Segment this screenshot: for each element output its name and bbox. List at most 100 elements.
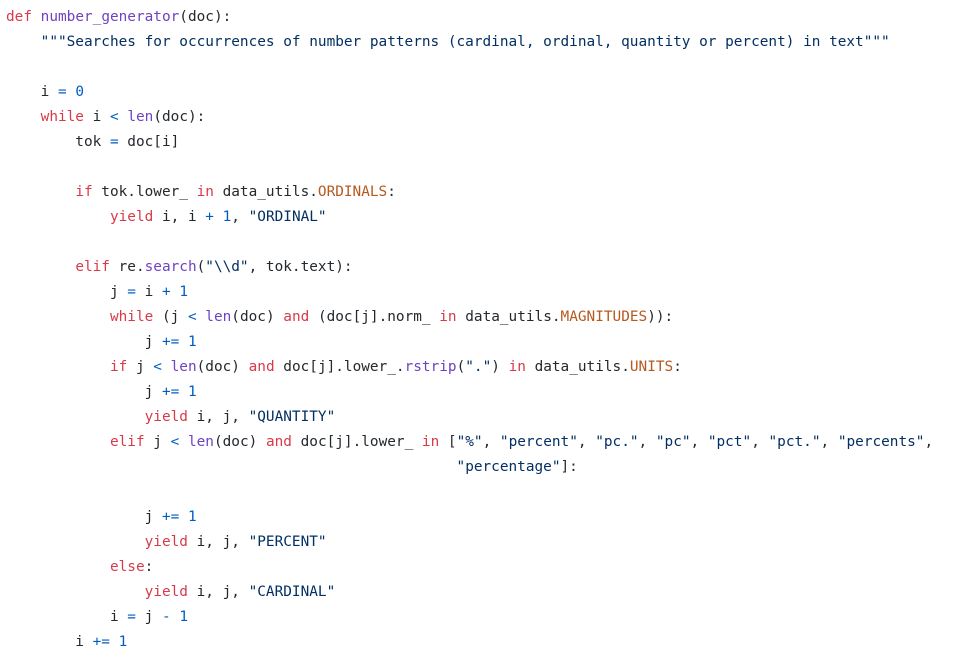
code-token [6,109,41,125]
code-token: yield [109,209,154,225]
code-token: - [161,609,171,625]
code-token: (doc) [196,359,249,375]
code-token: yield [144,409,188,425]
code-token [179,334,188,350]
code-token [171,284,180,300]
code-line [6,480,980,505]
code-token [6,459,457,475]
code-token: doc[j].lower_ [291,434,422,450]
code-line: """Searches for occurrences of number pa… [6,30,980,55]
code-token: )) [647,309,665,325]
code-token: ]: [560,459,578,475]
code-line: yield i, j, "QUANTITY" [6,405,980,430]
code-token: , [482,434,500,450]
code-token: yield [144,584,188,600]
code-token: (doc) [231,309,284,325]
code-token: < [187,309,197,325]
code-line [6,230,980,255]
code-token [214,209,223,225]
code-token: 1 [179,284,188,300]
code-token: 1 [187,334,197,350]
code-token [6,184,75,200]
code-token: (doc): [153,109,206,125]
code-token: data_utils. [213,184,318,200]
code-token: len [127,109,154,125]
code-token: and [248,359,275,375]
code-token: ORDINALS [317,184,388,200]
code-token: 1 [187,509,197,525]
code-line: yield i, i + 1, "ORDINAL" [6,205,980,230]
code-line: def number_generator(doc): [6,5,980,30]
code-token: j [6,509,162,525]
code-token: "\\d" [205,259,249,275]
code-token: number_generator [40,9,180,25]
code-token: re. [109,259,145,275]
code-token: j [6,334,162,350]
code-token: j [135,609,162,625]
code-token: len [205,309,232,325]
code-token [6,209,110,225]
code-line [6,155,980,180]
code-token [171,609,180,625]
code-token: < [170,434,180,450]
code-token: i, j, [187,534,249,550]
code-line: while (j < len(doc) and (doc[j].norm_ in… [6,305,980,330]
code-token: i [6,84,58,100]
code-token: , [924,434,934,450]
code-line: yield i, j, "PERCENT" [6,530,980,555]
code-token: "pc" [655,434,691,450]
code-token: (doc) [213,434,266,450]
code-line: while i < len(doc): [6,105,980,130]
code-token: (doc): [179,9,232,25]
code-token [179,509,188,525]
code-token [110,634,119,650]
code-token: def [6,9,32,25]
code-token: 1 [187,384,197,400]
code-token: ( [196,259,206,275]
code-token [6,359,110,375]
code-token: elif [109,434,145,450]
code-token: 1 [222,209,232,225]
code-token: , [690,434,708,450]
code-token: j [144,434,171,450]
code-token: i, j, [187,409,249,425]
code-token [6,409,145,425]
code-token: in [421,434,440,450]
code-token [6,434,110,450]
code-token: : [387,184,396,200]
code-token: "%" [456,434,483,450]
code-token: i [6,634,93,650]
code-token: MAGNITUDES [560,309,648,325]
code-token: while [40,109,84,125]
code-line: yield i, j, "CARDINAL" [6,580,980,605]
code-token: i [135,284,162,300]
code-token: , [820,434,838,450]
code-token: tok [6,134,110,150]
code-token [179,384,188,400]
code-line: if j < len(doc) and doc[j].lower_.rstrip… [6,355,980,380]
code-token: i [6,609,128,625]
code-token: + [205,209,214,225]
code-token: "pct." [768,434,821,450]
code-token [179,434,188,450]
code-token: in [508,359,526,375]
code-token: rstrip [404,359,457,375]
code-token: in [196,184,214,200]
code-token: , tok.text): [248,259,353,275]
code-token [6,559,110,575]
code-token: ( [456,359,466,375]
code-token: 1 [179,609,188,625]
code-line: elif re.search("\\d", tok.text): [6,255,980,280]
code-token: ) [491,359,509,375]
code-token: (j [153,309,188,325]
code-token: j [127,359,154,375]
code-token: data_utils. [525,359,630,375]
code-token: doc[j].lower_. [274,359,405,375]
code-token: , [751,434,769,450]
code-token: """Searches for occurrences of number pa… [40,34,890,50]
code-line: j = i + 1 [6,280,980,305]
code-token: : [664,309,674,325]
code-token: data_utils. [456,309,561,325]
code-token: = [127,609,136,625]
code-line [6,55,980,80]
